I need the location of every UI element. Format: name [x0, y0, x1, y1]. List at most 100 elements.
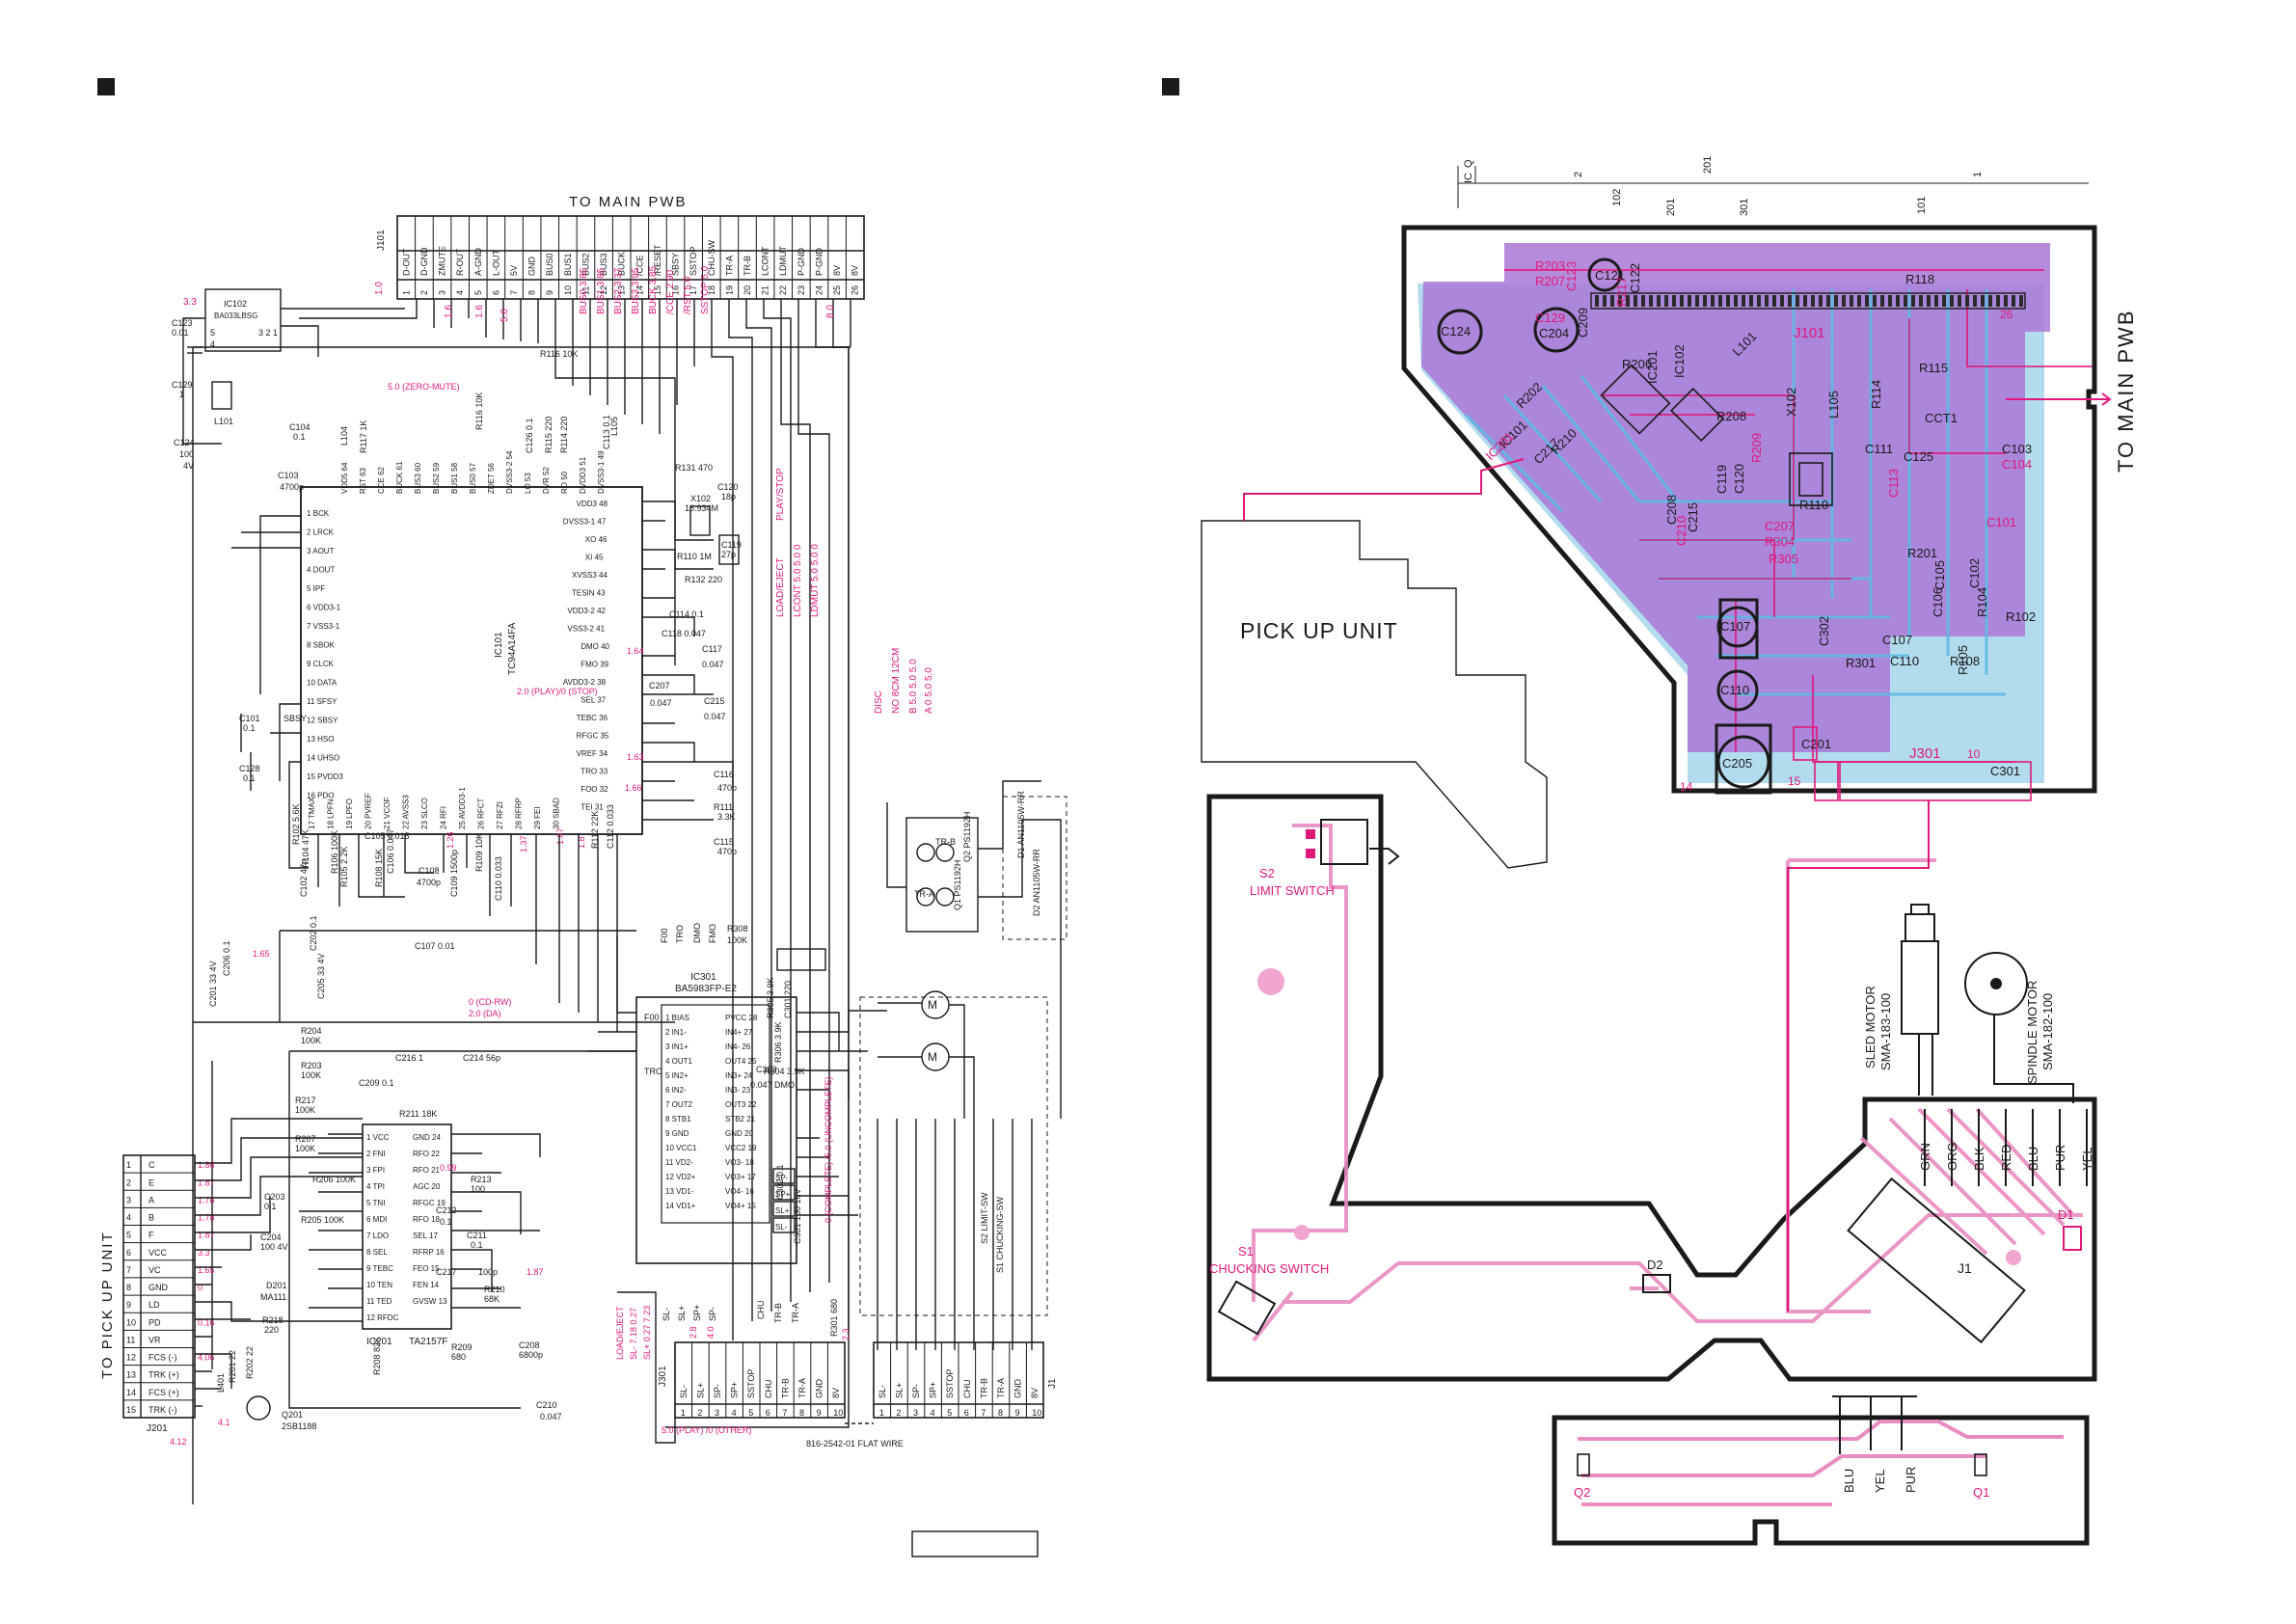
- svg-text:SL- 7.18 0.27: SL- 7.18 0.27: [629, 1308, 638, 1360]
- ic101-top-pin: DVSS3-1 49: [597, 450, 606, 494]
- cap-labels: C124 C129 C204 C121 C107 C110 C205: [1441, 268, 1752, 771]
- ref-ruler: [1457, 166, 2089, 208]
- ic101-top-components: 5.0 (ZERO-MUTE) L104 R117 1K R116 10K C1…: [339, 349, 619, 453]
- j101-pad: [1711, 295, 1715, 307]
- ic301-output-box: [772, 1201, 796, 1217]
- j301-pin-number: 8: [799, 1408, 804, 1418]
- j101-pin-number: 8: [527, 290, 537, 295]
- ic101-left-pin: 8 SBOK: [307, 641, 336, 650]
- j201-pin-number: 1: [126, 1160, 131, 1170]
- ic301-output-box: [772, 1217, 796, 1233]
- ic101-bottom-pin: 25 AVDD3-1: [458, 787, 467, 829]
- svg-text:IC102: IC102: [1672, 344, 1687, 378]
- svg-text:F00: F00: [660, 928, 669, 943]
- svg-text:100K: 100K: [727, 935, 747, 945]
- svg-text:0.047: 0.047: [650, 698, 672, 708]
- svg-text:C201 33 4V: C201 33 4V: [208, 961, 218, 1007]
- svg-text:1.8: 1.8: [577, 836, 586, 849]
- to-main-pwb-pcb-label: TO MAIN PWB: [2114, 310, 2138, 474]
- ic201-right-pin: RFO 21: [413, 1166, 441, 1175]
- ic101-left-pin: 9 CLCK: [307, 660, 335, 668]
- ic201-left-pin: 11 TED: [366, 1297, 392, 1306]
- svg-text:M: M: [928, 1050, 937, 1064]
- pcb-magenta-traces: [1504, 269, 2093, 763]
- ic301-output-label: SP+: [775, 1190, 791, 1199]
- j101-pad: [1981, 295, 1985, 307]
- j101-pin-name: LDMUT: [778, 245, 788, 276]
- svg-text:5.0 (ZERO-MUTE): 5.0 (ZERO-MUTE): [388, 382, 460, 392]
- svg-text:R111: R111: [714, 802, 733, 812]
- svg-text:C111: C111: [1865, 442, 1893, 456]
- svg-text:L104: L104: [339, 426, 349, 446]
- svg-text:TR-B: TR-B: [935, 837, 956, 847]
- j101-pad: [1950, 295, 1954, 307]
- svg-text:C119: C119: [1715, 465, 1729, 494]
- svg-text:DMO: DMO: [692, 923, 702, 943]
- j101-pin-number: 24: [814, 285, 824, 295]
- svg-text:IC101: IC101: [494, 632, 504, 658]
- to-main-pwb-label: TO MAIN PWB: [569, 194, 688, 210]
- svg-text:C128: C128: [239, 764, 260, 773]
- ic101-right-pin: VDD3 48: [577, 500, 608, 508]
- j1-pin-name: TR-B: [979, 1378, 988, 1398]
- svg-text:C120: C120: [717, 482, 739, 492]
- motor-switch-labels: TR-B TR-A Q2 PS1192H Q1 PS1192H D1 AN110…: [914, 791, 1041, 1273]
- svg-text:S2: S2: [1259, 866, 1275, 880]
- ic101-bottom-pin: 26 RFCT: [477, 798, 486, 829]
- ic101-top-pin: DVDD3 51: [579, 456, 587, 494]
- j201-pin-number: 8: [126, 1283, 131, 1292]
- j201-pin-voltage: 1.87: [198, 1177, 215, 1187]
- svg-text:1.6: 1.6: [444, 305, 454, 318]
- motor-switch-area: [859, 780, 1067, 1350]
- svg-text:C120: C120: [1732, 464, 1746, 494]
- svg-text:C124: C124: [1441, 324, 1471, 338]
- ic301-left-pin: 9 GND: [665, 1129, 689, 1138]
- svg-text:R209: R209: [451, 1342, 473, 1352]
- ic101-bottom-pin: 30 SBAD: [553, 798, 561, 829]
- svg-text:R218: R218: [262, 1315, 284, 1325]
- svg-text:TR-B: TR-B: [773, 1303, 783, 1323]
- bottom-bus: [617, 1291, 676, 1444]
- svg-text:R102 5.6K: R102 5.6K: [291, 803, 301, 845]
- smd-labels: R203 R207 C123 C122 R217 R118 R115 C209 …: [1483, 258, 2037, 778]
- ic101-left-pin: 10 DATA: [307, 679, 338, 688]
- j301-pin-name: SL+: [695, 1383, 705, 1398]
- wire-color-label: ORG: [1945, 1142, 1959, 1171]
- ic201-right-pin: GND 24: [413, 1133, 441, 1142]
- j101-pad: [1988, 295, 1992, 307]
- ic101-left-wires: [231, 515, 309, 869]
- svg-text:0.01: 0.01: [172, 328, 189, 338]
- svg-text:C104: C104: [2002, 457, 2032, 472]
- svg-text:101: 101: [1916, 197, 1928, 214]
- svg-text:0.1: 0.1: [471, 1240, 483, 1250]
- svg-text:8.0: 8.0: [825, 305, 836, 318]
- j101-pad: [1610, 295, 1614, 307]
- svg-text:10: 10: [1967, 747, 1981, 761]
- sensor-board-traces: [1578, 1420, 2064, 1506]
- svg-text:MA111: MA111: [260, 1292, 286, 1302]
- j301-pin-number: 5: [748, 1408, 753, 1418]
- j101-pin-name: TR-A: [724, 256, 734, 276]
- j101-pad: [2004, 295, 2008, 307]
- j101-pad: [1634, 295, 1637, 307]
- svg-text:Q2 PS1192H: Q2 PS1192H: [962, 812, 972, 862]
- motor-board-pad-3: [2006, 1250, 2021, 1265]
- j101-pin-number: 19: [724, 285, 734, 295]
- j301-pin-name: GND: [815, 1379, 824, 1399]
- svg-text:1.0: 1.0: [374, 282, 385, 295]
- j201-pin-number: 9: [126, 1300, 131, 1310]
- j101-pad: [1857, 295, 1861, 307]
- j1-pin-name: SP-: [911, 1384, 921, 1398]
- svg-text:C301: C301: [1990, 764, 2020, 778]
- j201-pin-voltage: 1.87: [198, 1231, 215, 1240]
- j101-pad: [1865, 295, 1869, 307]
- ic301-right-pin: OUT4 25: [725, 1057, 757, 1066]
- svg-text:R203: R203: [301, 1061, 322, 1070]
- j301-connector: 1SL-2SL+3SP-4SP+5SSTOP6CHU7TR-B8TR-A9GND…: [658, 1341, 846, 1419]
- ic301-left-pin: 11 VD2-: [665, 1158, 693, 1167]
- svg-text:C216 1: C216 1: [395, 1053, 423, 1063]
- svg-text:R115 220: R115 220: [544, 417, 554, 453]
- svg-text:TR-A: TR-A: [914, 889, 934, 899]
- j101-label: J101: [376, 230, 387, 251]
- j101-pin-name: A-GND: [473, 248, 483, 277]
